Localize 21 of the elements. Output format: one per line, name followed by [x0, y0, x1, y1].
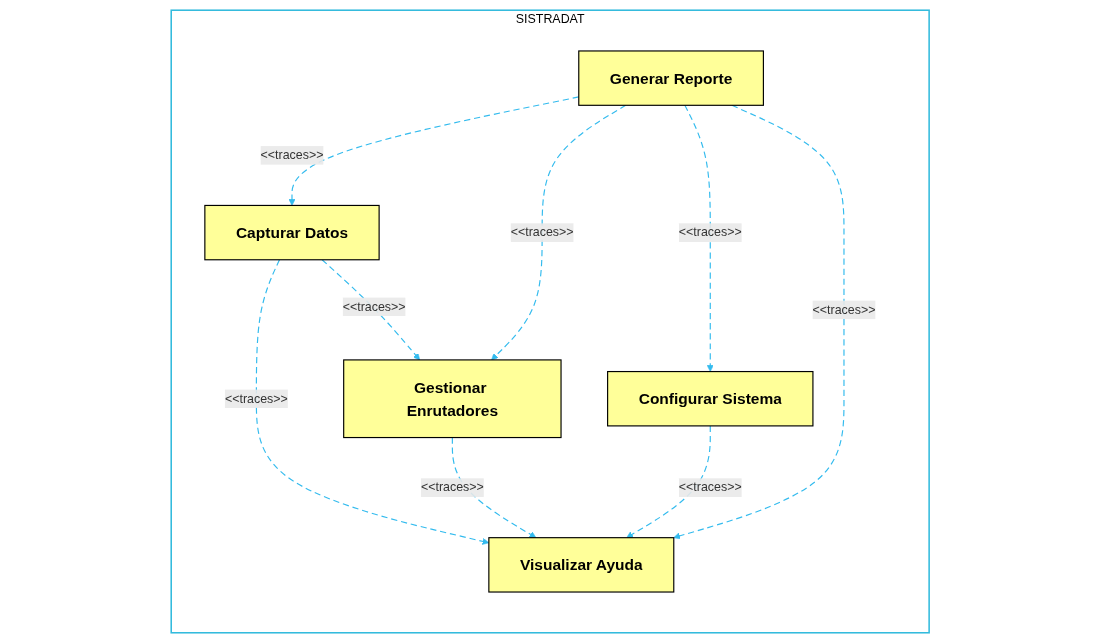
edge-label: <<traces>> [812, 302, 876, 317]
arrow [321, 259, 421, 361]
node-box: Visualizar Ayuda [488, 537, 675, 593]
node-box: Capturar Datos [204, 204, 380, 261]
arrow [256, 259, 490, 545]
arrow [491, 104, 627, 361]
edge-label: <<traces>> [679, 480, 743, 494]
node-box: Gestionar Enrutadores [343, 359, 562, 439]
arrow [673, 104, 845, 540]
arrow [684, 104, 714, 372]
arrow [288, 96, 580, 206]
arrow [626, 425, 712, 538]
edge-label: <<traces>> [225, 391, 289, 405]
edge-label: <<traces>> [511, 225, 574, 239]
edge-label: <<traces>> [260, 148, 324, 162]
edge-label: <<traces>> [421, 480, 485, 494]
edge-label: <<traces>> [679, 225, 743, 239]
node-box: Configurar Sistema [607, 371, 814, 427]
edge-label: <<traces>> [343, 299, 406, 313]
node-box: Generar Reporte [578, 50, 765, 106]
arrow [452, 436, 537, 538]
